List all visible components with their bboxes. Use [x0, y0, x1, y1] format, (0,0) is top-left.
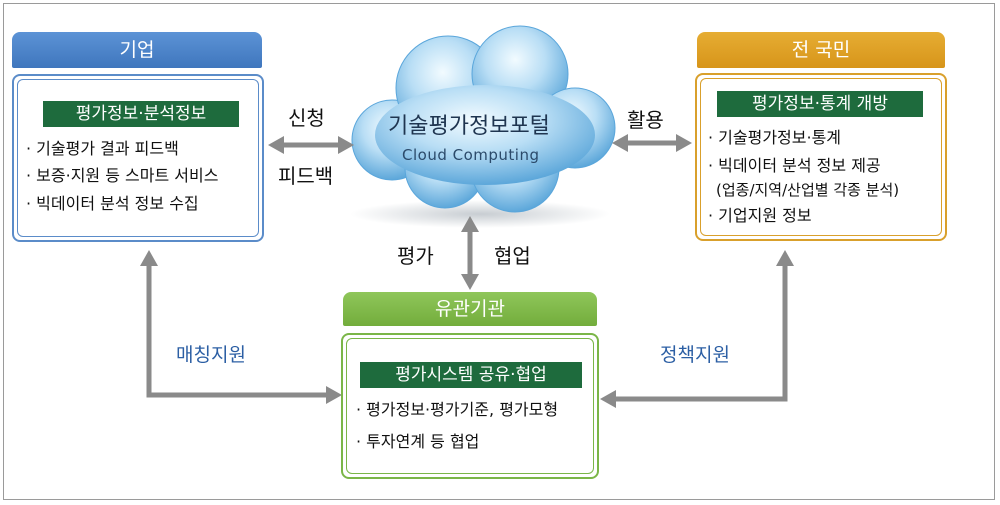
policy-arrowhead-left — [600, 390, 616, 408]
matching-arrow-line — [146, 262, 330, 398]
corp-cloud-arrowhead-right — [338, 136, 354, 154]
cloud-org-arrowhead-down — [461, 274, 479, 290]
evaluate-label: 평가 — [397, 244, 434, 268]
organization-heading: 평가시스템 공유·협업 — [360, 362, 582, 388]
matching-arrowhead-right — [326, 386, 342, 404]
cloud-icon — [351, 25, 616, 213]
nation-item: · 기술평가정보·통계 — [708, 128, 842, 147]
nation-item: · 빅데이터 분석 정보 제공 — [708, 156, 881, 175]
cloud-org-arrowhead-up — [461, 216, 479, 232]
apply-label: 신청 — [288, 106, 325, 130]
matching-arrowhead-up — [140, 250, 158, 266]
cloud-nation-arrowhead-left — [612, 134, 628, 152]
cloud-subtitle: Cloud Computing — [402, 146, 540, 164]
cloud-shadow — [350, 200, 610, 228]
utilize-label: 활용 — [627, 108, 664, 132]
organization-item: · 평가정보·평가기준, 평가모형 — [356, 400, 559, 419]
diagram-frame — [3, 3, 995, 500]
corporation-item: · 빅데이터 분석 정보 수집 — [26, 194, 199, 213]
nation-item: · 기업지원 정보 — [708, 206, 812, 225]
policy-arrow-line — [612, 262, 788, 402]
matching-label: 매칭지원 — [176, 344, 246, 366]
nation-heading: 평가정보·통계 개방 — [717, 91, 923, 117]
policy-arrowhead-up — [776, 250, 794, 266]
policy-label: 정책지원 — [660, 344, 730, 366]
organization-box — [341, 333, 599, 479]
nation-tab: 전 국민 — [697, 32, 945, 68]
cloud-title: 기술평가정보포털 — [388, 114, 550, 139]
organization-item: · 투자연계 등 협업 — [356, 432, 480, 451]
corporation-tab: 기업 — [12, 32, 262, 68]
nation-item: (업종/지역/산업별 각종 분석) — [716, 181, 900, 199]
feedback-label: 피드백 — [278, 164, 334, 188]
corporation-heading: 평가정보·분석정보 — [43, 101, 239, 127]
cloud-nation-arrowhead-right — [676, 134, 692, 152]
corporation-item: · 보증·지원 등 스마트 서비스 — [26, 166, 219, 185]
organization-tab: 유관기관 — [343, 292, 597, 326]
corporation-item: · 기술평가 결과 피드백 — [26, 139, 179, 158]
cooperate-label: 협업 — [494, 244, 531, 268]
corp-cloud-arrowhead-left — [268, 136, 284, 154]
